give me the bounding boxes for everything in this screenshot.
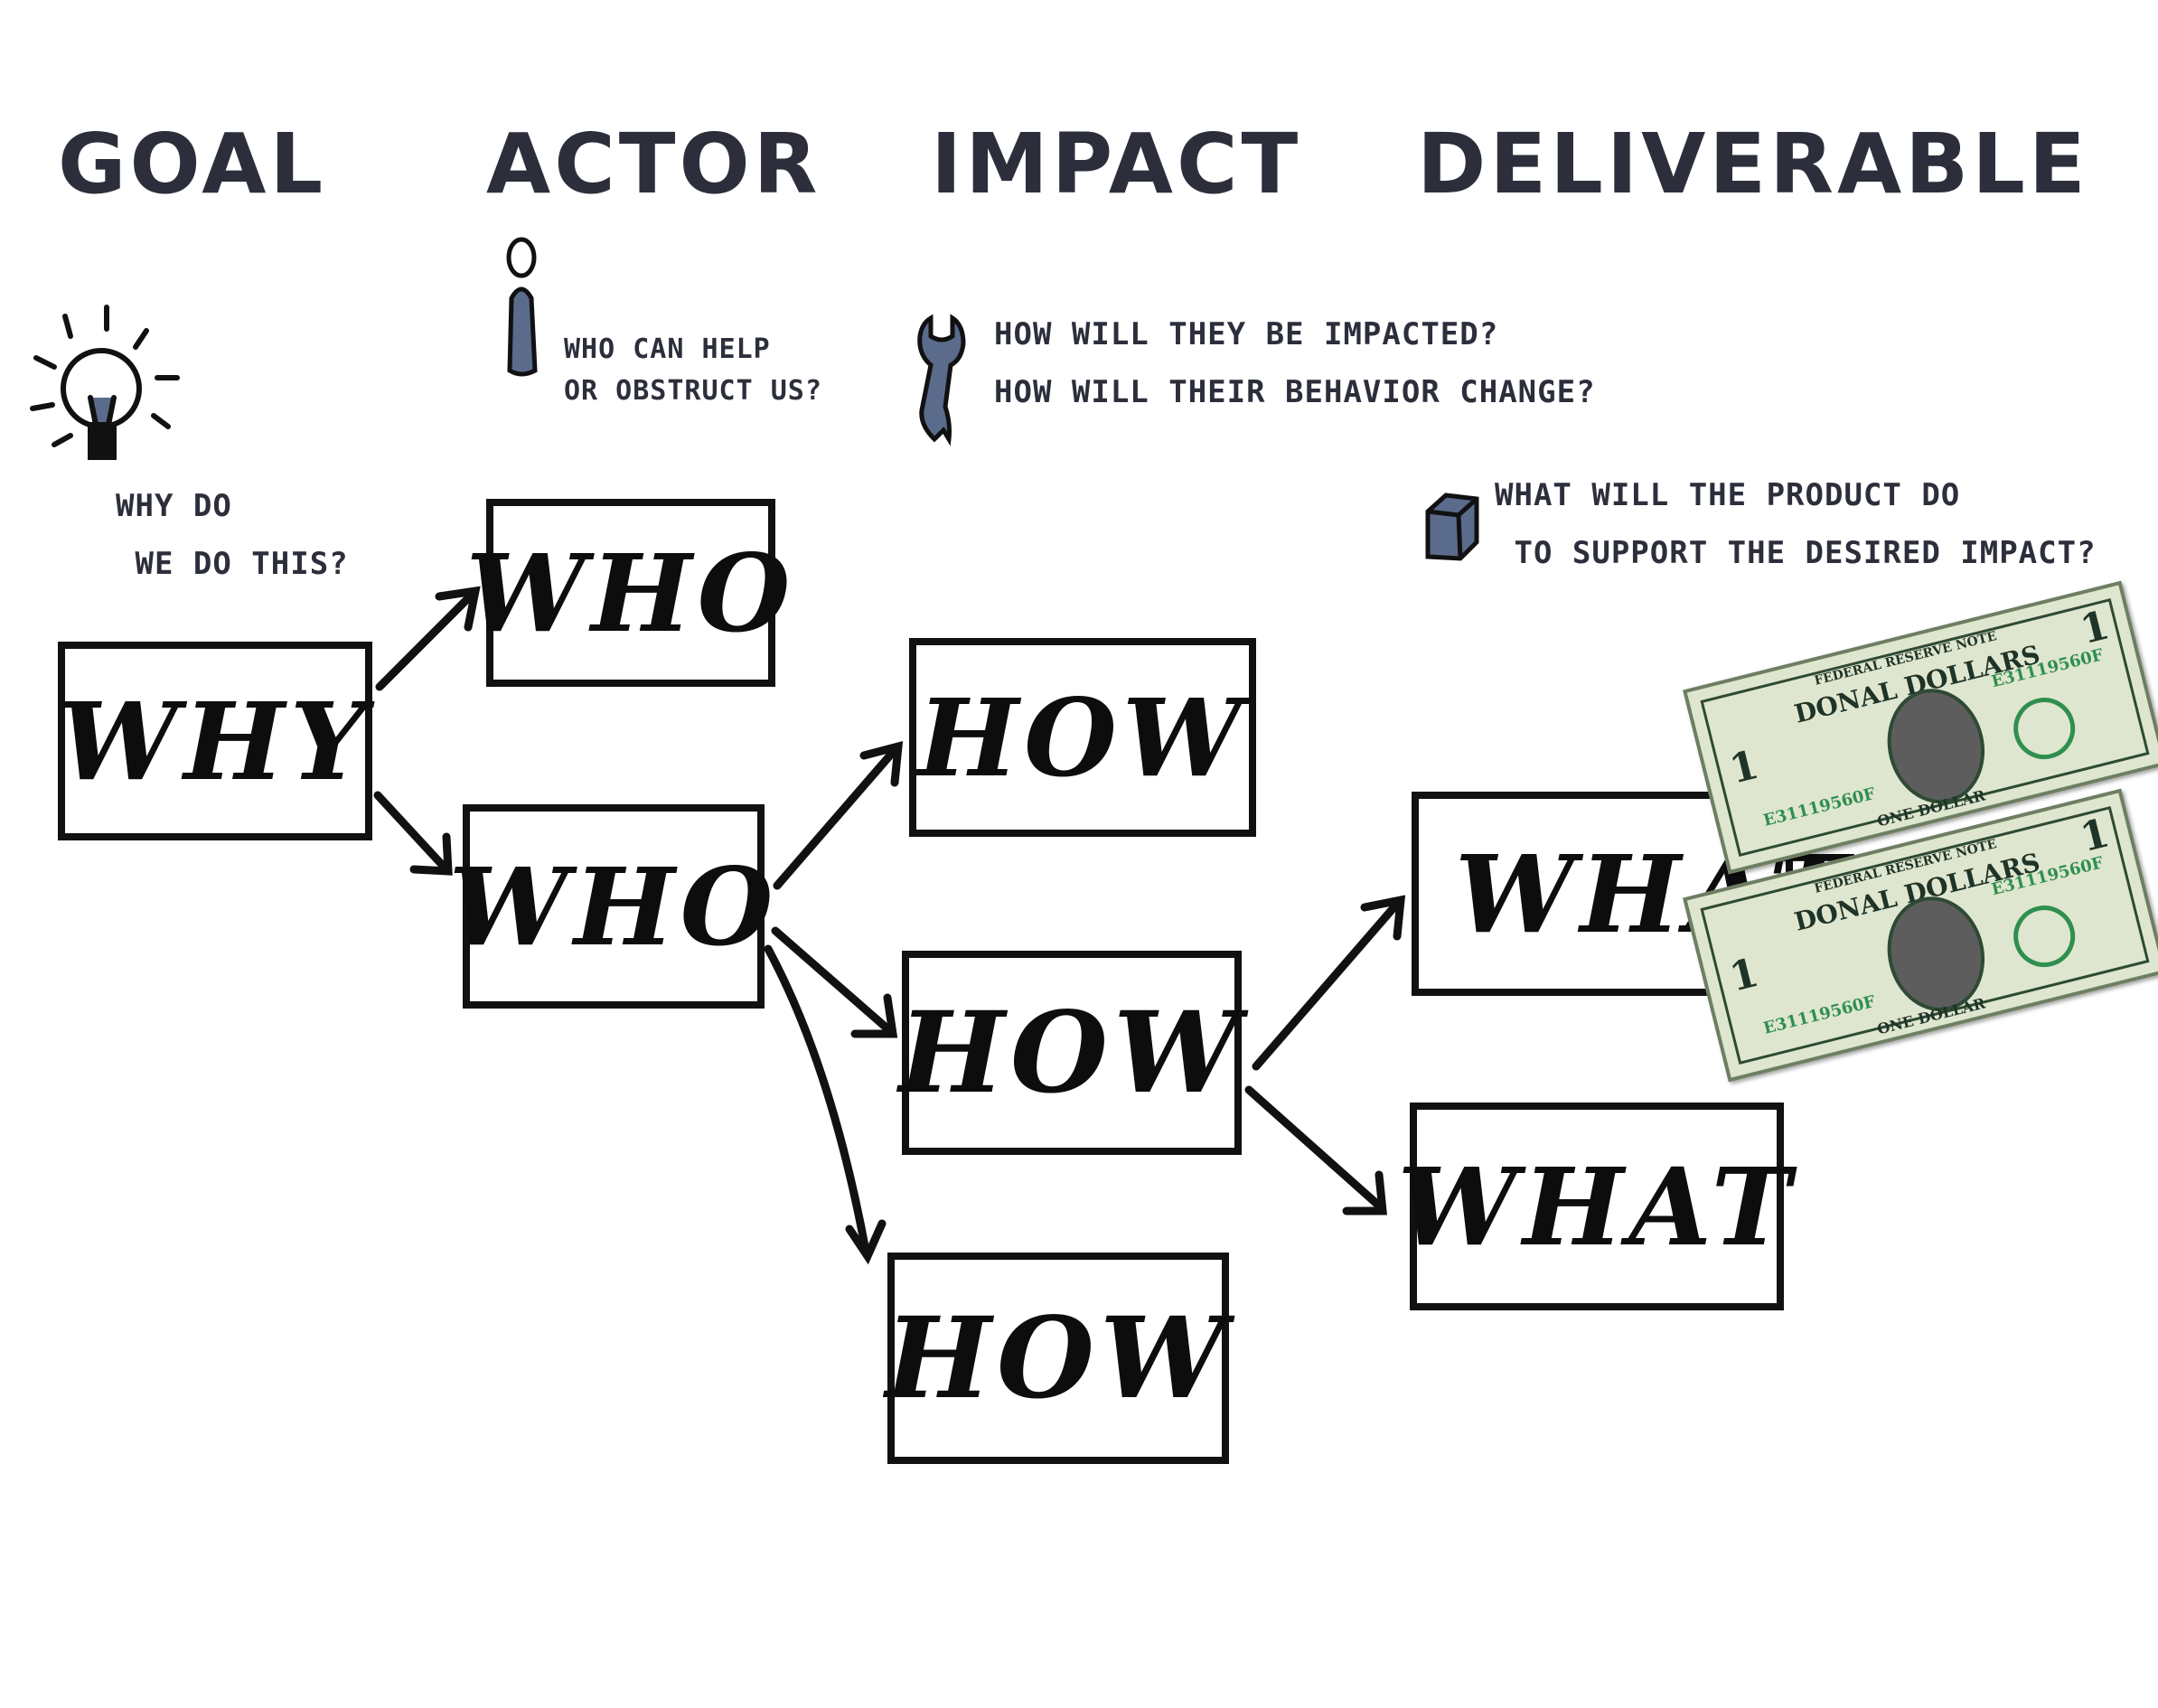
who-box-2: WHO: [449, 804, 773, 1009]
why-box: WHY: [58, 642, 372, 840]
arrow-how-to-what-1-head: [1360, 895, 1406, 941]
goal-header: GOAL: [58, 116, 327, 212]
arrow-how-to-what-1: [1252, 899, 1402, 1071]
arrow-why-to-who-1-head: [435, 586, 481, 632]
arrow-why-to-who-1: [375, 590, 476, 691]
arrow-who-to-how-1-head: [859, 740, 904, 787]
lightbulb-icon: [30, 305, 180, 460]
arrow-who-to-how-1: [773, 746, 899, 890]
impact-header: IMPACT: [931, 116, 1302, 212]
how-box-2: HOW: [899, 951, 1242, 1155]
arrow-why-to-who-2: [373, 791, 449, 872]
how-box-1: HOW: [909, 638, 1256, 837]
actor-header: ACTOR: [486, 116, 821, 212]
impact-note: HOW WILL THEY BE IMPACTED? HOW WILL THEI…: [994, 316, 1596, 410]
goal-note: WHY DO WE DO THIS?: [116, 488, 349, 582]
person-icon: [506, 237, 538, 377]
wrench-icon: [917, 314, 966, 446]
cube-icon: [1425, 493, 1479, 561]
deliverable-note: WHAT WILL THE PRODUCT DO TO SUPPORT THE …: [1495, 477, 2097, 571]
deliverable-header: DELIVERABLE: [1417, 116, 2089, 212]
who-box-1: WHO: [466, 499, 790, 687]
actor-note: WHO CAN HELP OR OBSTRUCT US?: [564, 333, 822, 407]
arrow-who-to-how-3: [764, 944, 870, 1255]
how-box-3: HOW: [886, 1253, 1229, 1464]
what-box-2: WHAT: [1398, 1103, 1790, 1310]
arrow-who-to-how-3-head: [845, 1219, 887, 1265]
arrow-how-to-what-2: [1244, 1085, 1385, 1212]
arrow-how-to-what-2-head: [1342, 1170, 1387, 1215]
arrow-why-to-who-2-head: [409, 832, 453, 876]
arrow-who-to-how-2: [771, 926, 894, 1035]
arrow-who-to-how-2-head: [850, 993, 898, 1038]
